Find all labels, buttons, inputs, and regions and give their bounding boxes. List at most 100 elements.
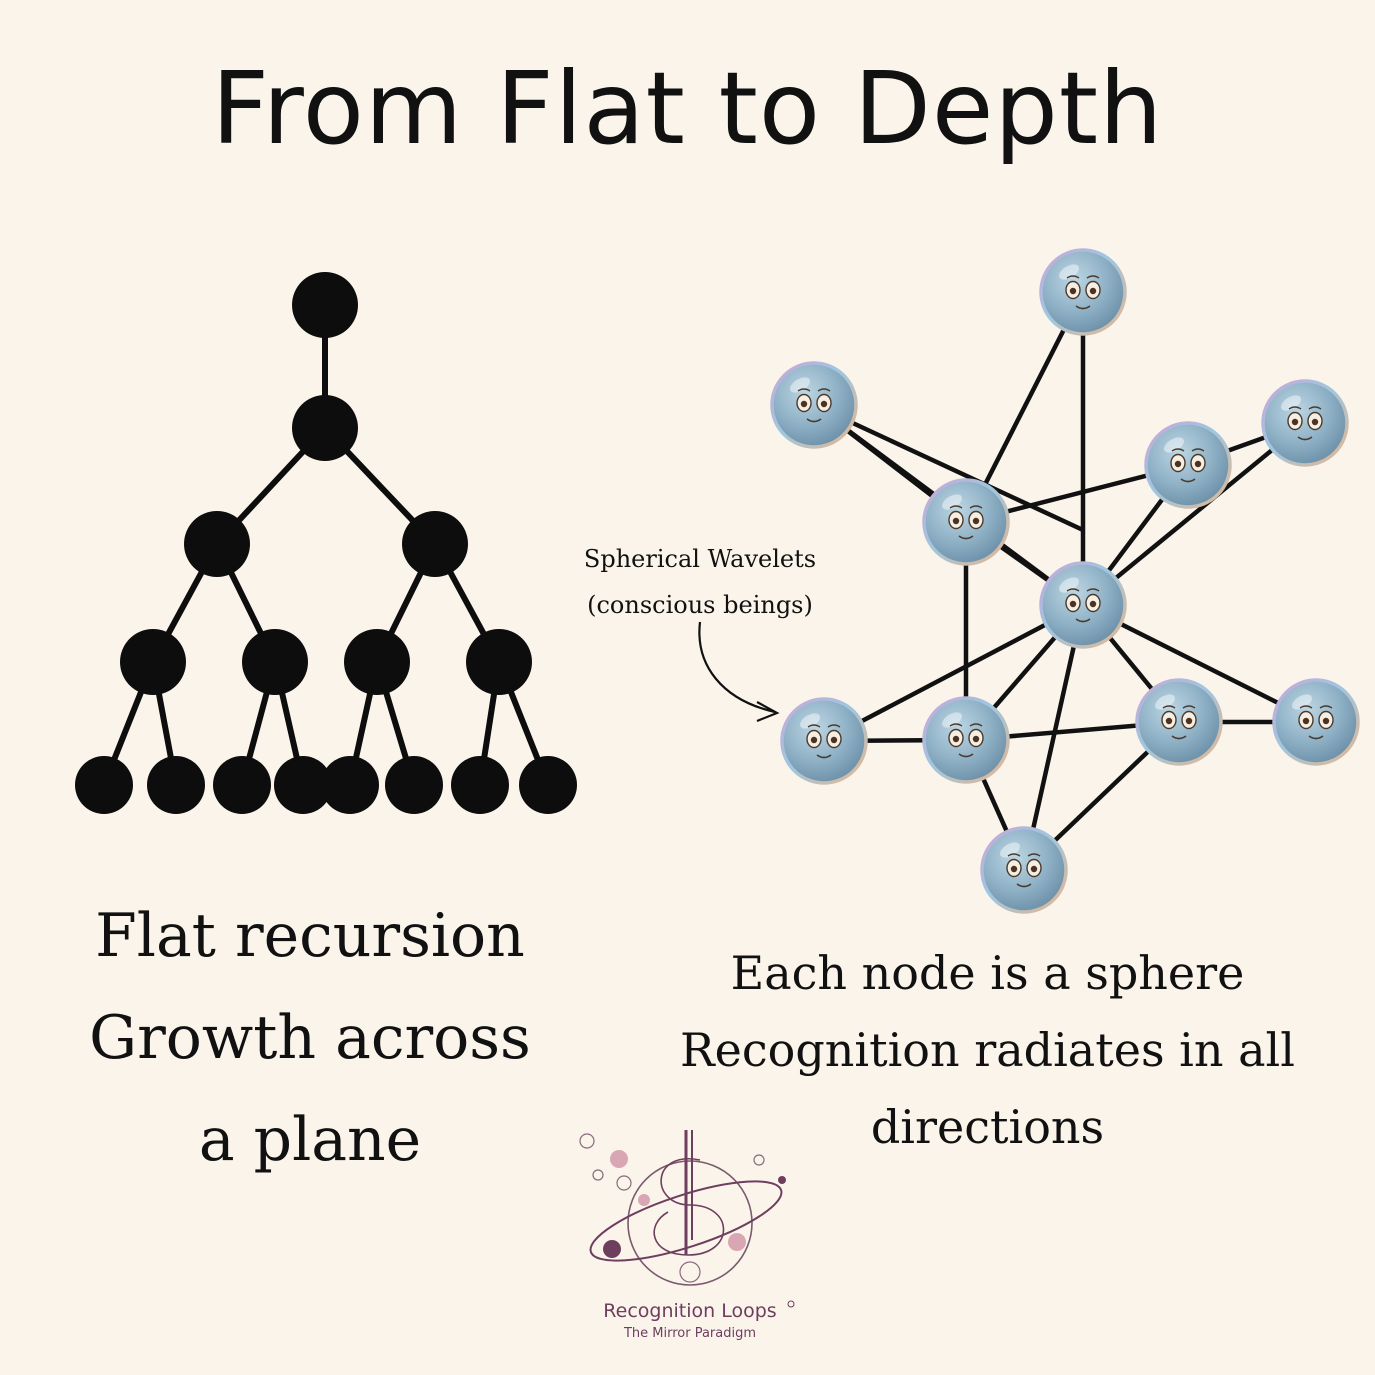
eyebrow [827,724,841,728]
sphere-wavelet-node [922,696,1010,784]
eyebrow [1066,588,1080,592]
smile-icon [1180,478,1196,483]
caption-line: directions [870,1100,1105,1154]
annotation-line: (conscious beings) [587,591,813,619]
tree-node [466,629,532,695]
sphere-wavelet-node [1135,678,1223,766]
tree-node [147,756,205,814]
annotation-line: Spherical Wavelets [583,545,817,573]
eyebrow [1086,275,1100,279]
caption-line: Each node is a sphere [730,946,1245,1000]
pupil [800,400,808,408]
sphere-body [1039,561,1127,649]
page-title: From Flat to Depth [211,50,1164,167]
network-edge [1081,421,1307,607]
smile-icon [958,535,974,540]
eyebrow [1288,406,1302,410]
eyebrow [1319,705,1333,709]
pupil [1194,460,1202,468]
eyebrow [807,724,821,728]
logo-tagline: The Mirror Paradigm [623,1326,757,1341]
tree-node [292,272,358,338]
sphere-wavelet-node [770,361,858,449]
eyebrow [969,723,983,727]
pupil [1165,717,1173,725]
pupil [810,736,818,744]
flat-caption: Flat recursion Growth across a plane [20,885,600,1191]
smile-icon [1075,618,1091,623]
tree-node [519,756,577,814]
pupil [1174,460,1182,468]
sphere-wavelet-node [1272,678,1360,766]
smile-icon [1297,436,1313,441]
pupil [1302,717,1310,725]
pupil [1069,287,1077,295]
arrow-head-icon [756,701,780,723]
eyebrow [1162,705,1176,709]
depth-caption: Each node is a sphere Recognition radiat… [640,935,1335,1166]
sphere-wavelet-node [780,697,868,785]
sphere-wavelet-node [1039,561,1127,649]
network-edge [813,402,1084,533]
network-nodes [770,248,1360,914]
eyebrow [949,505,963,509]
pupil [1010,865,1018,873]
sphere-wavelet-node [922,478,1010,566]
pupil [1185,717,1193,725]
caption-line: Recognition radiates in all [680,1023,1295,1077]
sphere-body [1135,678,1223,766]
eyebrow [1308,406,1322,410]
eyebrow [1007,853,1021,857]
smile-icon [1016,883,1032,888]
smile-icon [1075,305,1091,310]
sphere-body [1272,678,1360,766]
smile-icon [958,753,974,758]
caption-line: Flat recursion [95,901,525,971]
pupil [820,400,828,408]
pupil [952,735,960,743]
sphere-annotation: Spherical Wavelets (conscious beings) [540,536,860,628]
pupil [972,517,980,525]
eyebrow [1171,448,1185,452]
eyebrow [1191,448,1205,452]
sphere-body [1039,248,1127,336]
tree-node [451,756,509,814]
sphere-wavelet-node [1261,379,1349,467]
eyebrow [817,388,831,392]
logo-name: Recognition Loops [603,1300,777,1322]
sphere-body [1144,421,1232,509]
eyebrow [1086,588,1100,592]
tree-node [402,511,468,577]
pupil [972,735,980,743]
tree-node [321,756,379,814]
tree-node [292,395,358,461]
eyebrow [1066,275,1080,279]
tree-node [120,629,186,695]
tree-node [213,756,271,814]
smile-icon [806,418,822,423]
caption-line: Growth across [89,1003,531,1073]
caption-line: a plane [198,1105,422,1175]
eyebrow [949,723,963,727]
sphere-body [922,696,1010,784]
sphere-body [922,478,1010,566]
eyebrow [797,388,811,392]
annotation-arrow [698,621,776,714]
sphere-wavelet-node [1039,248,1127,336]
tree-nodes [75,272,577,814]
tree-node [385,756,443,814]
sphere-body [980,826,1068,914]
pupil [830,736,838,744]
smile-icon [816,754,832,759]
tree-node [75,756,133,814]
smile-icon [1308,735,1324,740]
tree-node [242,629,308,695]
eyebrow [1299,705,1313,709]
sphere-body [1261,379,1349,467]
pupil [1089,600,1097,608]
smile-icon [1171,735,1187,740]
